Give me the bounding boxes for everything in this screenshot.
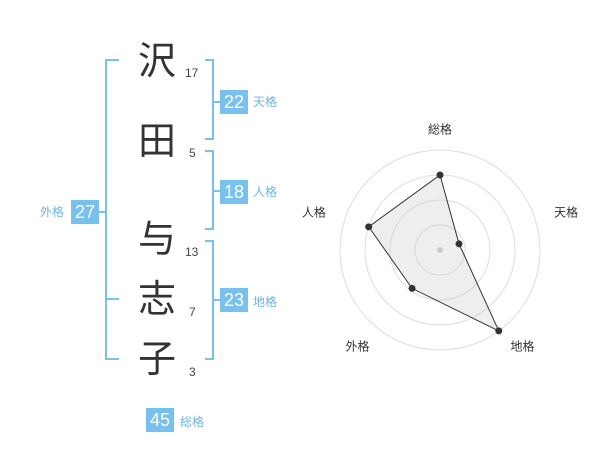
radar-point-5 — [365, 223, 373, 231]
tenkaku-connector — [213, 101, 221, 103]
gaikaku-bracket-bottom — [105, 358, 119, 360]
soukaku-label: 総格 — [180, 415, 205, 429]
radar-label-3: 地格 — [511, 339, 535, 354]
gaikaku-connector — [98, 211, 106, 213]
radar-point-4 — [408, 284, 416, 292]
tenkaku-value: 22 — [220, 90, 248, 114]
chikaku-bracket-top — [205, 240, 214, 242]
jinkaku-bracket-top — [205, 150, 214, 152]
tenkaku-label: 天格 — [253, 95, 278, 109]
name-char-4: 志 — [138, 277, 177, 321]
jinkaku-bracket-bottom — [205, 228, 214, 230]
chikaku-label: 地格 — [253, 295, 278, 309]
radar-point-3 — [495, 327, 503, 335]
radar-area — [368, 174, 500, 332]
radar-label-1: 総格 — [428, 122, 452, 137]
name-char-3: 与 — [138, 217, 177, 261]
tenkaku-bracket-vertical — [212, 59, 214, 140]
name-char-5: 子 — [138, 337, 177, 381]
stroke-count-5: 3 — [189, 365, 196, 379]
radar-label-5: 人格 — [302, 204, 326, 219]
radar-ring — [414, 224, 466, 276]
tenkaku-bracket-bottom — [205, 138, 214, 140]
radar-ring — [339, 149, 541, 351]
chikaku-value: 23 — [220, 288, 248, 312]
radar-center — [437, 247, 443, 253]
chikaku-bracket-bottom — [205, 358, 214, 360]
stroke-count-1: 17 — [185, 66, 199, 80]
radar-point-1 — [436, 171, 444, 179]
chikaku-connector — [213, 299, 221, 301]
stroke-count-4: 7 — [189, 305, 196, 319]
radar-label-4: 外格 — [345, 339, 369, 354]
gaikaku-label: 外格 — [40, 205, 65, 219]
jinkaku-label: 人格 — [253, 185, 278, 199]
jinkaku-connector — [213, 190, 221, 192]
soukaku-value: 45 — [146, 408, 174, 432]
radar-point-2 — [455, 240, 463, 248]
radar-points — [365, 171, 503, 335]
name-char-2: 田 — [138, 119, 177, 163]
radar-ring — [389, 199, 491, 301]
radar-area-layer — [368, 174, 500, 332]
gaikaku-bracket-mid — [105, 298, 119, 300]
gaikaku-value: 27 — [71, 200, 99, 224]
tenkaku-bracket-top — [205, 59, 214, 61]
gaikaku-bracket-vertical — [105, 59, 107, 360]
stroke-count-2: 5 — [189, 146, 196, 160]
stroke-count-3: 13 — [185, 245, 199, 259]
radar-label-2: 天格 — [554, 204, 578, 219]
gaikaku-bracket-top — [105, 59, 119, 61]
name-char-1: 沢 — [138, 39, 177, 83]
jinkaku-value: 18 — [220, 180, 248, 204]
